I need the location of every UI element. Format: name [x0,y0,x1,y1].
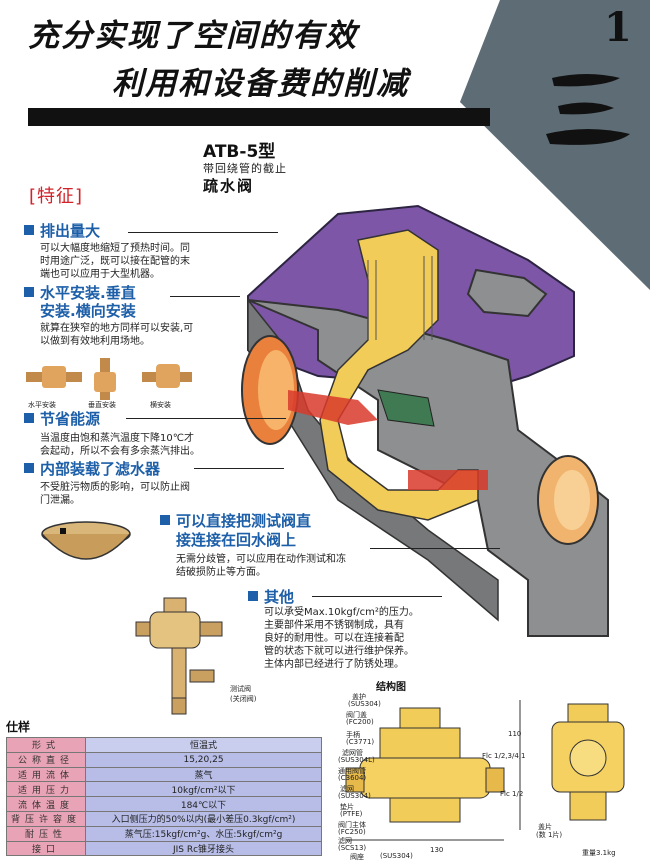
bullet-square-icon [248,591,258,601]
install-label: 垂直安装 [88,401,116,409]
bullet-square-icon [24,413,34,423]
structure-label: (C3771) [346,738,375,746]
leader-line [370,548,500,549]
structure-label: 手柄 [346,731,360,739]
headline-line-1: 充分实现了空间的有效 [28,18,358,54]
product-model: ATB-5型 [203,142,276,162]
feature-title: 其他 [248,588,294,606]
table-row: 适用流体蒸气 [5,766,322,783]
structure-title: 结构图 [376,682,406,693]
structure-label: 滤网 [340,785,354,793]
structure-label: 盖护 [352,693,366,701]
feature-title-cont: 安装.横向安装 [40,302,136,320]
product-subtitle: 带回绕管的截止 [203,162,287,175]
table-row: 形式恒温式 [5,737,322,753]
feature-title: 节省能源 [24,410,100,428]
bullet-square-icon [160,515,170,525]
structure-drawing [345,700,625,841]
install-orientation-images [26,358,192,400]
test-valve-sublabel: (关闭阀) [230,695,257,703]
install-label: 水平安装 [28,401,56,409]
valve-cutaway-illustration [241,204,609,637]
feature-body: 当温度由饱和蒸汽温度下降10℃才会起动，所以不会有多余蒸汽排出。 [40,433,200,457]
structure-label: 盖片 [538,823,552,831]
structure-label: Flc 1/2,3/4,1 [482,752,526,760]
structure-label: 阀座 [350,853,364,861]
feature-body: 就算在狭窄的地方同样可以安装,可以做到有效地利用场地。 [40,323,194,347]
leader-line [128,232,278,233]
leader-line [194,468,284,469]
structure-label: 重量3.1kg [582,849,616,857]
feature-title: 水平安装.垂直 [24,284,136,302]
structure-label: 滤网管 [342,749,363,757]
bullet-square-icon [24,225,34,235]
structure-label: 通用阀管 [338,767,366,775]
feature-body: 不受脏污物质的影响，可以防止阀门泄漏。 [40,482,190,506]
header-bar [28,108,490,126]
structure-label: 滤网 [338,837,352,845]
leader-line [170,296,240,297]
structure-label: 阀门主体 [338,821,366,829]
structure-label: (数 1片) [536,831,563,839]
structure-label: 垫片 [340,803,354,811]
feature-body: 可以大幅度地缩短了预热时间。同时用途广泛，既可以接在配管的末端也可以应用于大型机… [40,243,190,280]
structure-label: (PTFE) [340,810,363,818]
feature-body: 无需分歧管，可以应用在动作测试和冻结破损防止等方面。 [176,554,346,578]
structure-label: 110 [508,730,522,738]
headline-line-2: 利用和设备费的削减 [112,66,409,102]
structure-label: Flc 1/2 [500,790,524,798]
leader-line [126,418,286,419]
leader-line [312,596,442,597]
feature-body: 可以承受Max.10kgf/cm²的压力。主要部件采用不锈钢制成，具有良好的耐用… [264,607,419,670]
section-glyph [546,74,630,145]
test-valve-label: 测试阀 [230,685,251,693]
structure-label: 阀门盖 [346,711,367,719]
bullet-square-icon [24,463,34,473]
structure-label: (SCS13) [338,844,367,852]
bullet-square-icon [24,287,34,297]
structure-label: (SUS304) [338,792,371,800]
structure-label: (SUS304) [380,852,413,860]
structure-label: (C3604) [338,774,367,782]
structure-label: (SUS304) [348,700,381,708]
features-heading: [特征] [29,186,84,207]
structure-label: (FC200) [346,718,374,726]
feature-title-cont: 接连接在回水阀上 [176,531,297,549]
table-row: 背压许容度入口侧压力的50%以内(最小差压0.3kgf/cm²) [5,810,322,827]
corner-banner [460,0,650,290]
structure-label: (FC250) [338,828,366,836]
test-valve-image [135,597,223,715]
product-name: 疏水阀 [203,177,255,195]
strainer-image [41,521,131,560]
feature-title: 排出量大 [24,222,100,240]
page-number: 1 [604,4,632,51]
install-label: 横安装 [150,401,171,409]
spec-title: 仕样 [6,720,31,734]
table-row: 耐压性蒸气压:15kgf/cm²g、水压:5kgf/cm²g [5,825,322,842]
feature-title: 可以直接把测试阀直 [160,512,311,530]
structure-label: 130 [430,846,444,854]
feature-title: 内部装载了滤水器 [24,460,160,478]
structure-label: (SUS304L) [338,756,375,764]
